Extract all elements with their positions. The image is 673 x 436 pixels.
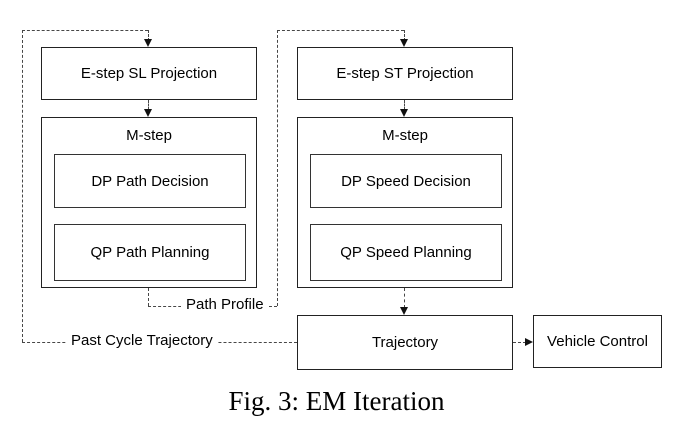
edge-estep-sl-to-mstep xyxy=(148,100,149,110)
right-loop-vertical-line xyxy=(277,30,278,306)
past-cycle-trajectory-label: Past Cycle Trajectory xyxy=(66,332,218,349)
qp-speed-planning-label: QP Speed Planning xyxy=(340,244,472,261)
qp-path-planning-label: QP Path Planning xyxy=(90,244,210,261)
arrow-into-estep-sl xyxy=(143,39,152,47)
edge-estep-st-to-mstep xyxy=(404,100,405,110)
right-loop-drop-line xyxy=(404,30,405,41)
figure-caption: Fig. 3: EM Iteration xyxy=(228,386,445,416)
mstep-left-box: M-step DP Path Decision QP Path Planning xyxy=(41,117,257,288)
dp-path-decision-label: DP Path Decision xyxy=(91,172,209,190)
path-profile-label: Path Profile xyxy=(181,296,269,313)
dp-speed-decision-label: DP Speed Decision xyxy=(341,172,471,190)
qp-path-planning-box: QP Path Planning xyxy=(54,224,246,281)
vehicle-control-label: Vehicle Control xyxy=(547,333,648,350)
arrow-estep-st-to-mstep xyxy=(399,109,408,117)
arrow-trajectory-to-vehicle-control xyxy=(525,337,533,346)
trajectory-box: Trajectory xyxy=(297,315,513,370)
mstep-left-label: M-step xyxy=(126,127,172,144)
estep-st-projection-label: E-step ST Projection xyxy=(336,65,474,82)
mstep-right-box: M-step DP Speed Decision QP Speed Planni… xyxy=(297,117,513,288)
left-loop-top-line xyxy=(22,30,148,31)
edge-trajectory-to-vehicle-control xyxy=(513,342,526,343)
right-loop-top-line xyxy=(277,30,404,31)
left-loop-vertical-line xyxy=(22,30,23,342)
arrow-mstep-to-trajectory xyxy=(399,307,408,315)
edge-mstep-to-trajectory xyxy=(404,288,405,308)
qp-speed-planning-box: QP Speed Planning xyxy=(310,224,502,281)
dp-speed-decision-box: DP Speed Decision xyxy=(310,154,502,208)
vehicle-control-box: Vehicle Control xyxy=(533,315,662,368)
trajectory-label: Trajectory xyxy=(371,334,439,351)
path-profile-stub-line xyxy=(148,288,149,306)
estep-st-projection-box: E-step ST Projection xyxy=(297,47,513,100)
mstep-right-label: M-step xyxy=(382,127,428,144)
estep-sl-projection-box: E-step SL Projection xyxy=(41,47,257,100)
dp-path-decision-box: DP Path Decision xyxy=(54,154,246,208)
estep-sl-projection-label: E-step SL Projection xyxy=(80,65,218,82)
arrow-estep-sl-to-mstep xyxy=(143,109,152,117)
arrow-into-estep-st xyxy=(399,39,408,47)
left-loop-drop-line xyxy=(148,30,149,41)
